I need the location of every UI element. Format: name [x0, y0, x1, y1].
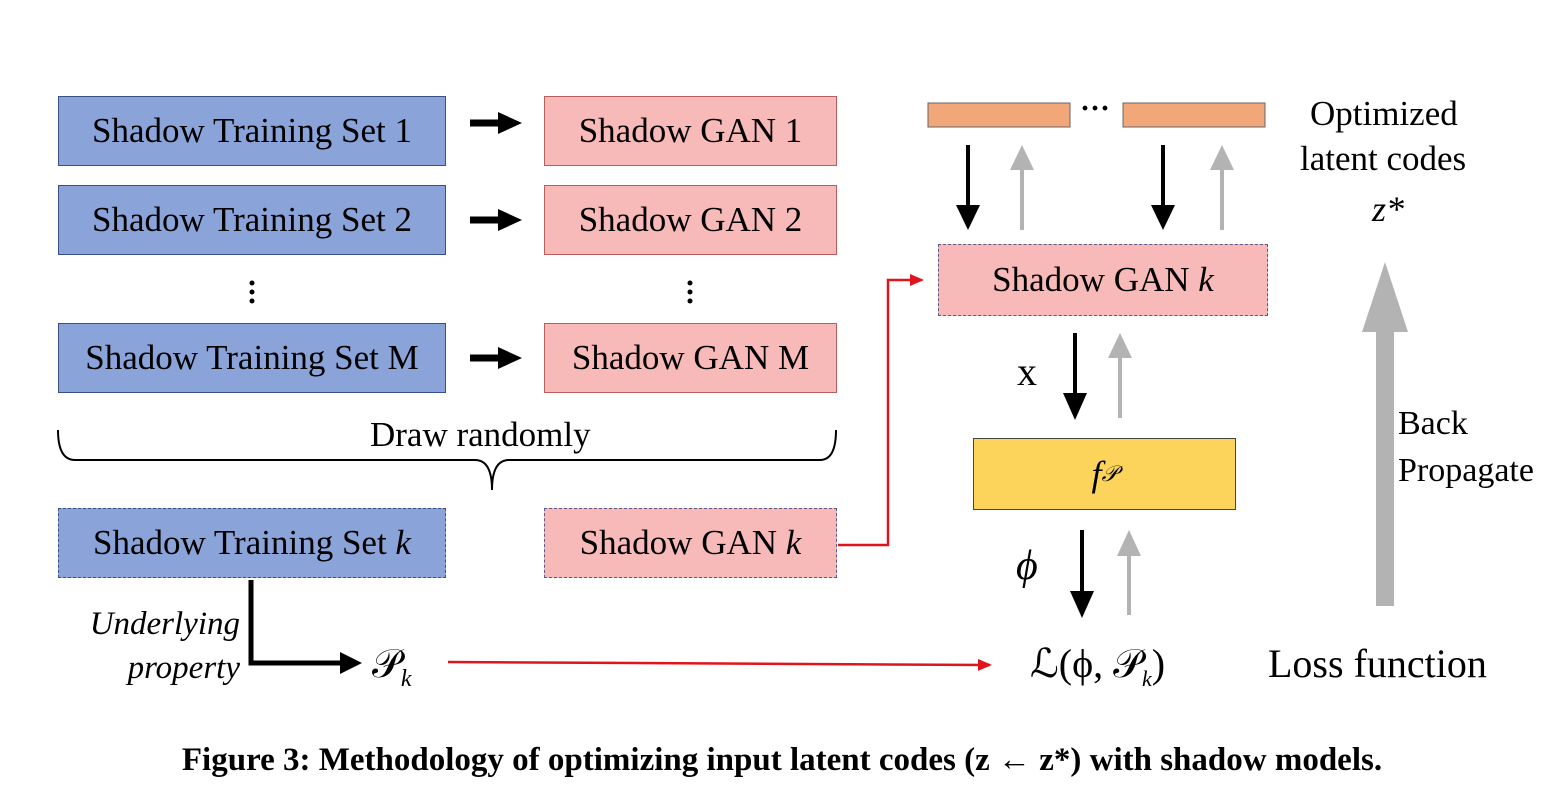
latent-code-bar — [927, 102, 1071, 128]
curly-brace — [57, 429, 837, 491]
loss-close-paren: ) — [1151, 641, 1166, 686]
k-variable: k — [1198, 260, 1214, 299]
f-subscript: 𝒫 — [1101, 461, 1118, 486]
k-variable: k — [785, 523, 802, 562]
gan-label: Shadow GAN — [992, 260, 1199, 299]
shadow-training-set-2: Shadow Training Set 2 — [58, 185, 446, 255]
shadow-training-set-m: Shadow Training Set M — [58, 323, 446, 393]
latent-ellipsis: ··· — [1080, 92, 1111, 125]
property-symbol: 𝒫k — [372, 640, 412, 693]
set-to-gan-arrow — [470, 112, 522, 134]
forward-arrow — [1063, 333, 1087, 420]
backward-arrow — [1117, 530, 1141, 615]
forward-arrow — [1151, 145, 1175, 230]
property-arrow — [248, 580, 362, 674]
gan-label: Shadow GAN 2 — [578, 200, 803, 239]
training-set-label: Shadow Training Set 1 — [92, 111, 412, 150]
back-propagate-arrow — [1362, 262, 1408, 606]
back-label: Back — [1398, 405, 1468, 442]
f-symbol: f — [1091, 454, 1102, 494]
set-to-gan-arrow — [470, 347, 522, 369]
draw-randomly-label: Draw randomly — [370, 415, 591, 454]
property-subscript: k — [400, 666, 412, 692]
forward-arrow — [956, 145, 980, 230]
gan-label: Shadow GAN 1 — [578, 111, 803, 150]
figure-caption: Figure 3: Methodology of optimizing inpu… — [181, 742, 1383, 778]
shadow-gan-k: Shadow GAN k — [544, 508, 837, 578]
property-label: property — [127, 650, 240, 686]
shadow-gan-1: Shadow GAN 1 — [544, 96, 837, 166]
vertical-ellipsis — [687, 280, 693, 304]
property-p: 𝒫 — [372, 641, 401, 686]
vertical-ellipsis — [249, 280, 255, 304]
propagate-label: Propagate — [1398, 452, 1534, 489]
underlying-label: Underlying — [89, 606, 240, 642]
right-shadow-gan-k: Shadow GAN k — [938, 244, 1268, 316]
x-label: x — [1017, 349, 1037, 394]
red-arrow-property — [447, 658, 992, 671]
optimized-label-line1: Optimized — [1310, 94, 1458, 133]
gan-label: Shadow GAN M — [571, 338, 810, 377]
loss-function-label: Loss function — [1268, 641, 1487, 686]
loss-expression: ℒ(ϕ, 𝒫k) — [1030, 640, 1165, 692]
z-star-label: z* — [1372, 189, 1405, 229]
set-to-gan-arrow — [470, 209, 522, 231]
shadow-gan-m: Shadow GAN M — [544, 323, 837, 393]
training-set-label: Shadow Training Set M — [85, 338, 419, 377]
shadow-training-set-1: Shadow Training Set 1 — [58, 96, 446, 166]
gan-label: Shadow GAN — [579, 523, 786, 562]
backward-arrow — [1210, 145, 1234, 230]
phi-label: ϕ — [1016, 543, 1038, 589]
backward-arrow — [1010, 145, 1034, 230]
loss-formula: ℒ(ϕ, 𝒫 — [1030, 641, 1143, 686]
backward-arrow — [1108, 333, 1132, 418]
red-arrow-gan — [838, 274, 924, 547]
forward-arrow — [1070, 530, 1094, 618]
training-set-label: Shadow Training Set 2 — [92, 200, 412, 239]
latent-code-bar — [1122, 102, 1266, 128]
shadow-training-set-k: Shadow Training Set k — [58, 508, 446, 578]
optimized-label-line2: latent codes — [1300, 139, 1467, 178]
loss-subscript: k — [1142, 666, 1152, 691]
training-set-label: Shadow Training Set — [93, 523, 396, 562]
k-variable: k — [395, 523, 411, 562]
shadow-gan-2: Shadow GAN 2 — [544, 185, 837, 255]
